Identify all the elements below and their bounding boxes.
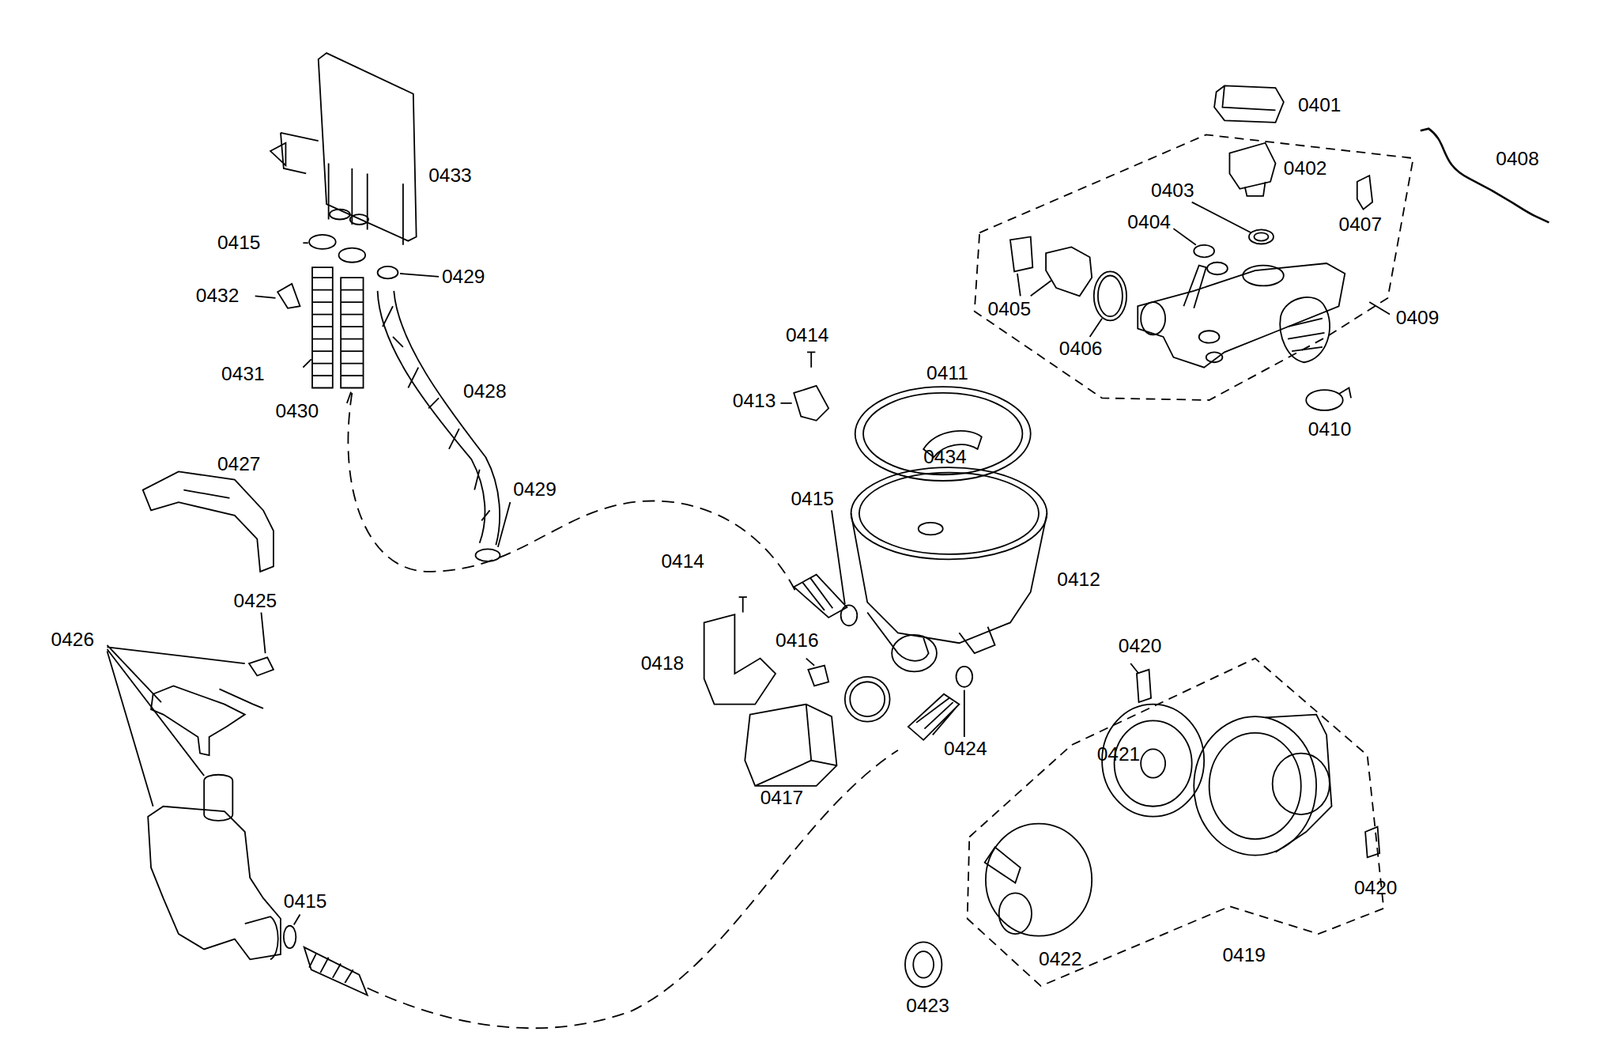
callout-number: 0417 [760,786,804,809]
callout-number: 0429 [441,265,486,288]
callout-number: 0415 [283,890,328,913]
callout-number: 0408 [1495,147,1540,170]
callout-number: 0431 [221,363,265,386]
callout-number: 0406 [1059,337,1103,360]
callout-number: 0420 [1354,876,1398,899]
callout-number: 0432 [196,284,240,307]
callout-number: 0427 [217,452,261,476]
callout-number: 0430 [275,400,320,423]
callout-number: 0414 [785,324,830,347]
callout-number: 0421 [1097,743,1141,766]
callout-number: 0410 [1308,418,1352,441]
callout-number: 0404 [1127,211,1171,234]
callout-number: 0422 [1038,947,1083,970]
callout-number: 0418 [641,652,685,675]
callout-number: 0429 [513,478,557,501]
callout-number: 0426 [51,628,95,651]
callout-number: 0419 [1222,943,1266,967]
callout-number: 0411 [926,362,969,385]
callout-number: 0403 [1150,179,1195,202]
callout-number: 0401 [1298,94,1342,117]
callout-number: 0425 [233,589,278,612]
callout-number: 0414 [660,550,705,573]
callout-number: 0415 [217,231,261,254]
callout-number: 0420 [1118,634,1163,657]
callout-number: 0428 [463,380,507,403]
callout-number: 0409 [1396,307,1440,330]
callout-number: 0402 [1283,157,1328,180]
callout-number: 0416 [775,629,819,652]
callout-number: 0412 [1056,568,1101,591]
callout-number: 0434 [923,445,967,468]
callout-number: 0424 [943,737,988,760]
callout-number: 0407 [1339,213,1383,236]
callout-number: 0413 [732,389,777,412]
callout-number: 0433 [428,164,472,187]
callout-number: 0423 [905,995,950,1018]
callout-number: 0415 [790,487,834,510]
callout-number: 0405 [988,298,1032,321]
